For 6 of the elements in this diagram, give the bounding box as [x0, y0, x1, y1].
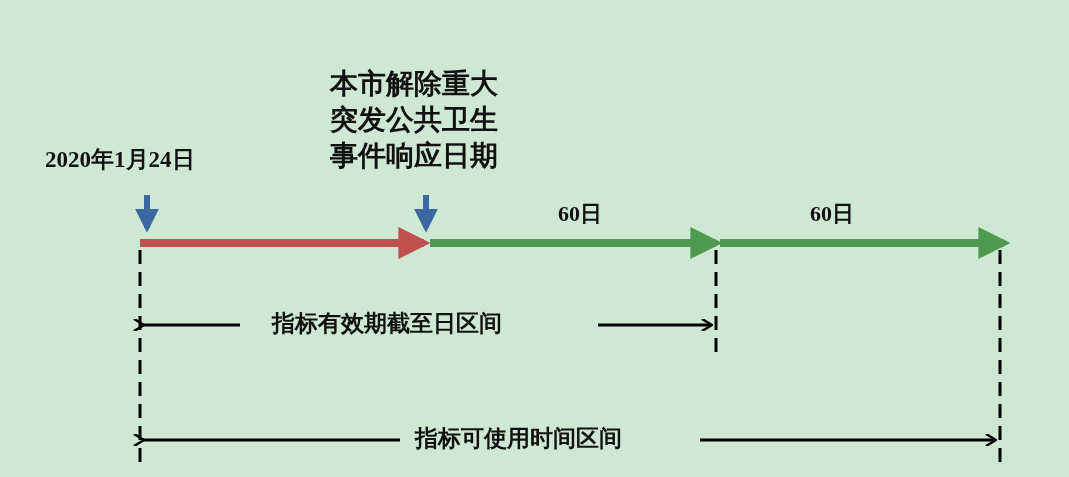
duration-label: 60日	[558, 201, 602, 228]
event-label: 本市解除重大突发公共卫生事件响应日期	[330, 67, 499, 173]
interval-label: 指标有效期截至日区间	[272, 310, 502, 338]
duration-label: 60日	[810, 201, 854, 228]
date-label: 2020年1月24日	[45, 146, 195, 174]
interval-label: 指标可使用时间区间	[415, 425, 622, 453]
